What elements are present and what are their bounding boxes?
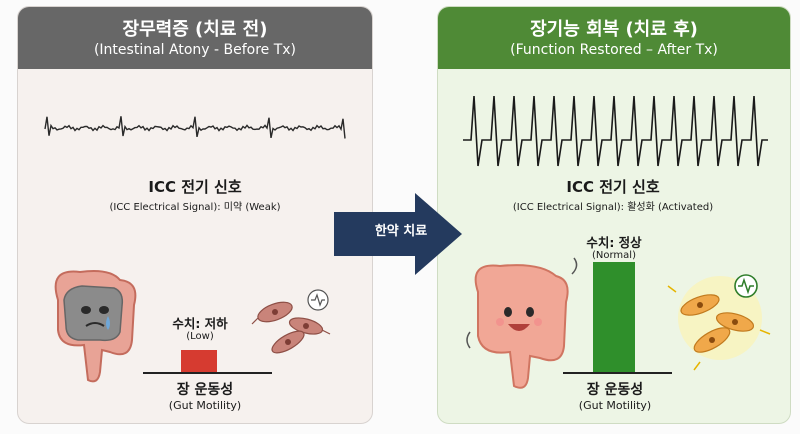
after-panel-subtitle: (Function Restored – After Tx) (510, 42, 718, 58)
gut-motility-bar-low (181, 350, 217, 372)
left-signal-title: ICC 전기 신호 (148, 178, 242, 196)
left-level-sub: (Low) (186, 331, 214, 342)
gut-motility-bar-normal (593, 262, 635, 372)
after-panel-title: 장기능 회복 (치료 후) (530, 19, 698, 40)
left-axis-title: 장 운동성 (176, 382, 234, 398)
active-cells-icon (667, 276, 771, 371)
treatment-arrow (334, 193, 462, 275)
sad-intestine-icon (54, 270, 137, 383)
strong-signal-waveform (463, 95, 768, 167)
right-signal-title: ICC 전기 신호 (566, 178, 660, 196)
happy-intestine-icon (466, 257, 578, 389)
treatment-arrow-label: 한약 치료 (374, 224, 428, 239)
right-level-sub: (Normal) (592, 250, 636, 261)
weak-signal-waveform (44, 116, 346, 139)
before-panel-subtitle: (Intestinal Atony - Before Tx) (93, 42, 297, 58)
after-panel-header: 장기능 회복 (치료 후) (Function Restored – After… (438, 7, 790, 69)
right-level-label: 수치: 정상 (586, 235, 642, 250)
left-signal-desc: (ICC Electrical Signal): 미약 (Weak) (109, 202, 281, 213)
left-axis-sub: (Gut Motility) (168, 399, 242, 412)
before-panel-header: 장무력증 (치료 전) (Intestinal Atony - Before T… (18, 7, 372, 69)
left-level-label: 수치: 저하 (172, 316, 228, 331)
right-signal-desc: (ICC Electrical Signal): 활성화 (Activated) (512, 202, 714, 213)
right-axis-title: 장 운동성 (586, 382, 644, 398)
signal-badge-icon (734, 274, 758, 298)
right-axis-sub: (Gut Motility) (578, 399, 652, 412)
before-panel-title: 장무력증 (치료 전) (122, 19, 268, 40)
weak-cells-icon (251, 289, 331, 354)
